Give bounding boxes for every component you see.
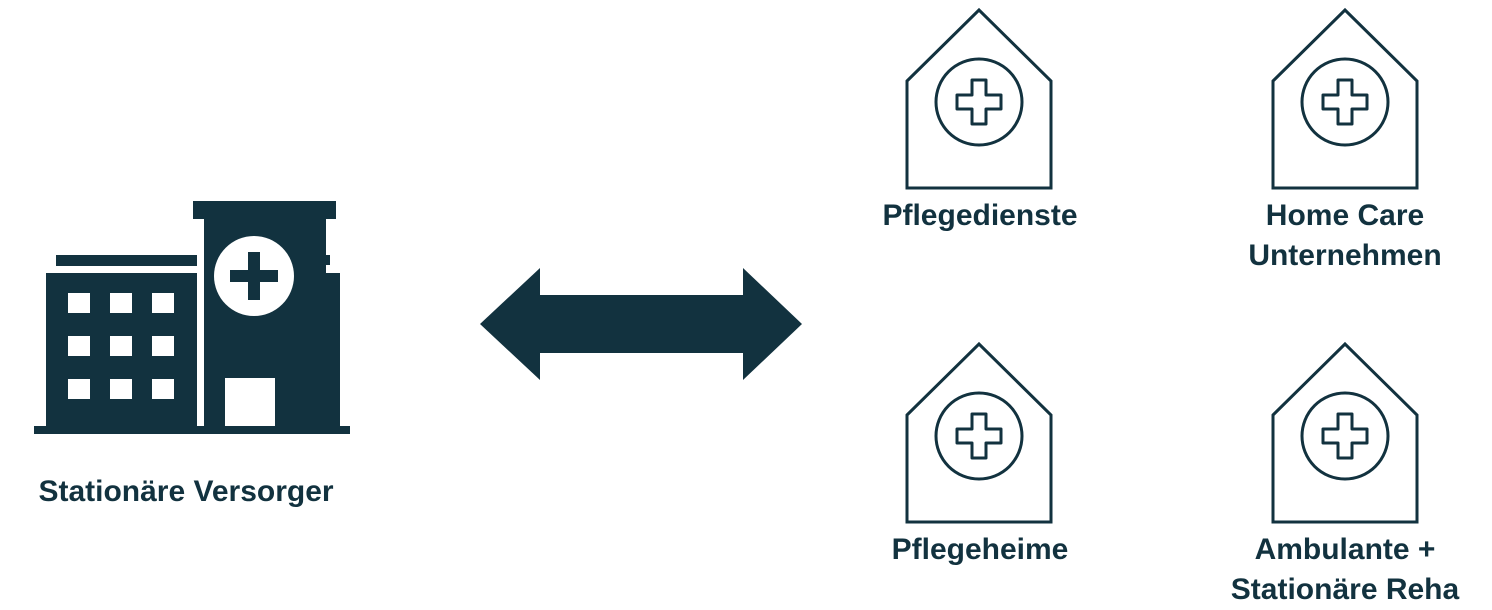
- double-arrow-icon: [480, 268, 802, 380]
- label-line: Home Care: [1265, 199, 1425, 232]
- care-home-icon: [1271, 341, 1419, 524]
- label-line: Stationäre Reha: [1230, 573, 1460, 606]
- label-line: Pflegedienste: [882, 199, 1078, 232]
- care-home-icon: [905, 7, 1053, 190]
- label-line: Ambulante +: [1254, 533, 1436, 566]
- label-line: Pflegeheime: [891, 533, 1069, 566]
- target-label-pflegedienste: Pflegedienste: [830, 196, 1130, 236]
- target-label-reha: Ambulante + Stationäre Reha: [1200, 530, 1490, 610]
- hospital-building-icon: [34, 201, 350, 434]
- care-home-icon: [1271, 7, 1419, 190]
- target-label-home-care: Home Care Unternehmen: [1200, 196, 1490, 276]
- label-line: Unternehmen: [1248, 239, 1442, 272]
- source-label: Stationäre Versorger: [38, 475, 334, 508]
- care-home-icon: [905, 341, 1053, 524]
- target-label-pflegeheime: Pflegeheime: [830, 530, 1130, 570]
